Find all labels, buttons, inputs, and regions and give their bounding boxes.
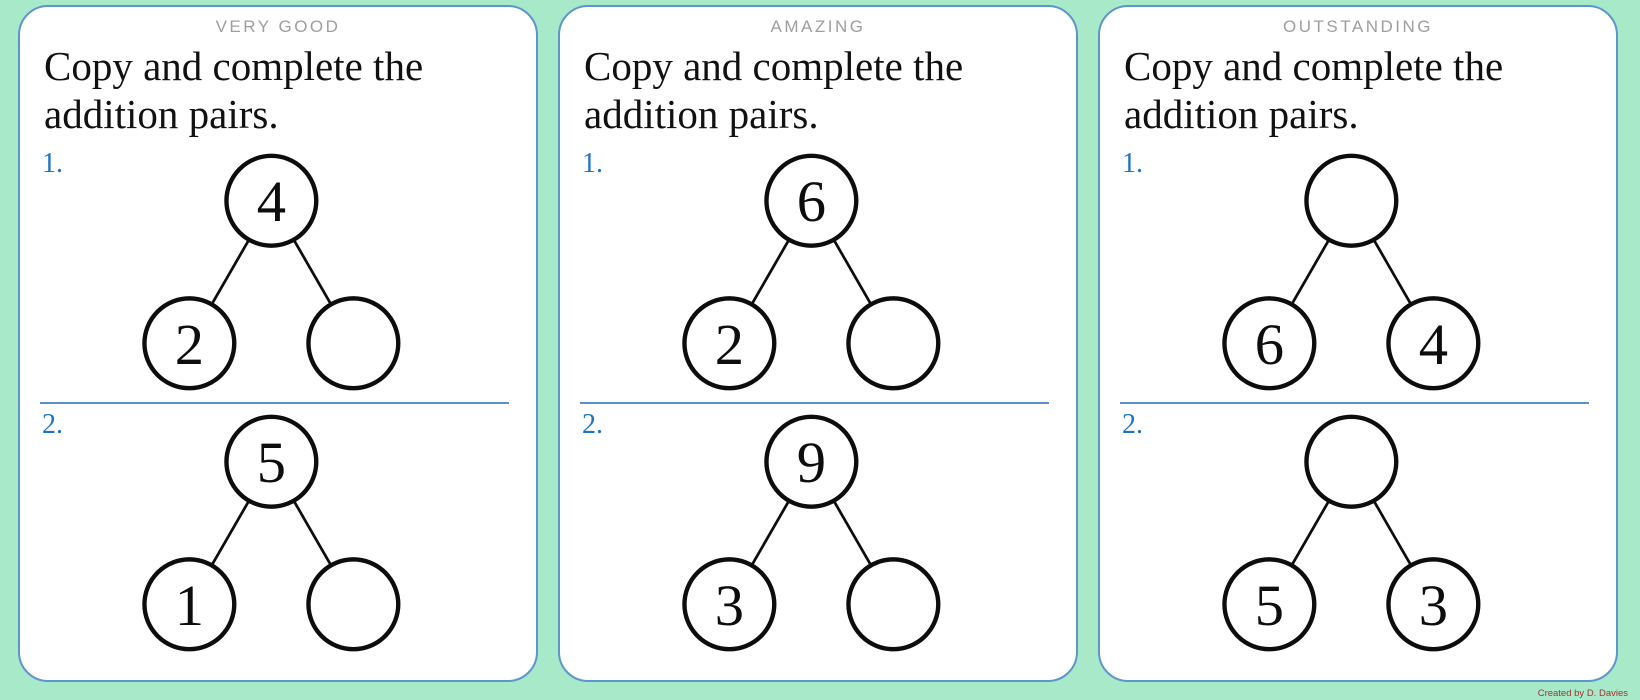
problem-2: 2. 5 3	[1100, 409, 1616, 680]
bond-right-circle	[306, 296, 401, 391]
bond-left-value: 1	[175, 573, 204, 638]
bond-right-circle	[306, 557, 401, 652]
bond-left-value: 2	[175, 312, 204, 377]
number-bond-diagram: 5 1	[142, 414, 401, 652]
bond-top-circle	[224, 153, 319, 248]
bond-right-value: 4	[1419, 312, 1448, 377]
number-bond-diagram: 6 2	[682, 153, 941, 391]
card-title-line1: Copy and complete the	[1124, 43, 1504, 89]
bond-top-value: 4	[257, 169, 286, 234]
bond-top-circle	[764, 153, 859, 248]
problem-1-number: 1.	[582, 148, 603, 180]
bond-line-right	[1372, 239, 1413, 306]
card-title-line1: Copy and complete the	[44, 43, 424, 89]
bond-line-left	[1290, 239, 1331, 306]
bond-left-value: 2	[715, 312, 744, 377]
bond-top-value: 9	[797, 430, 826, 495]
problem-divider	[580, 402, 1049, 405]
award-label: OUTSTANDING	[1283, 17, 1433, 36]
number-bond-diagram: 9 3	[682, 414, 941, 652]
number-bond-diagram: 6 4	[1222, 153, 1481, 391]
bond-top-circle	[1304, 414, 1399, 509]
bond-line-left	[210, 239, 251, 306]
bond-top-circle	[764, 414, 859, 509]
card-title-line1: Copy and complete the	[584, 43, 964, 89]
bond-right-circle	[846, 296, 941, 391]
bond-top-value: 5	[257, 430, 286, 495]
bond-top-circle	[1304, 153, 1399, 248]
number-bond-diagram: 4 2	[142, 153, 401, 391]
problem-2-number: 2.	[582, 409, 603, 441]
award-label: VERY GOOD	[215, 17, 341, 36]
bond-line-left	[1290, 500, 1331, 567]
problem-2: 2. 9 3	[560, 409, 1076, 680]
card-title-line2: addition pairs.	[44, 90, 279, 137]
bond-top-value: 6	[797, 169, 826, 234]
bond-left-circle	[682, 296, 777, 391]
problem-divider	[1120, 402, 1589, 405]
bond-left-circle	[142, 296, 237, 391]
bond-right-circle	[1386, 296, 1481, 391]
problem-2: 2. 5 1	[20, 409, 536, 680]
bond-line-left	[750, 239, 791, 306]
bond-line-right	[832, 500, 873, 567]
bond-right-circle	[1386, 557, 1481, 652]
problem-1: 1. 6 4	[1100, 148, 1616, 398]
problem-1-number: 1.	[1122, 148, 1143, 180]
bond-left-value: 3	[715, 573, 744, 638]
problem-divider	[40, 402, 509, 405]
number-bond-diagram: 5 3	[1222, 414, 1481, 652]
bond-line-left	[750, 500, 791, 567]
problem-1: 1. 4 2	[20, 148, 536, 398]
card-title-line2: addition pairs.	[1124, 90, 1359, 137]
bond-line-left	[210, 500, 251, 567]
bond-left-circle	[682, 557, 777, 652]
credit-text: Created by D. Davies	[1537, 688, 1628, 699]
bond-right-circle	[846, 557, 941, 652]
problem-1-number: 1.	[42, 148, 63, 180]
bond-line-right	[1372, 500, 1413, 567]
bond-line-right	[292, 500, 333, 567]
bond-top-circle	[224, 414, 319, 509]
bond-left-circle	[1222, 296, 1317, 391]
problem-2-number: 2.	[1122, 409, 1143, 441]
bond-line-right	[832, 239, 873, 306]
bond-left-value: 5	[1255, 573, 1284, 638]
bond-right-value: 3	[1419, 573, 1448, 638]
problem-1: 1. 6 2	[560, 148, 1076, 398]
card-title-line2: addition pairs.	[584, 90, 819, 137]
bond-left-value: 6	[1255, 312, 1284, 377]
bond-left-circle	[142, 557, 237, 652]
bond-line-right	[292, 239, 333, 306]
award-label: AMAZING	[770, 17, 866, 36]
problem-2-number: 2.	[42, 409, 63, 441]
bond-left-circle	[1222, 557, 1317, 652]
